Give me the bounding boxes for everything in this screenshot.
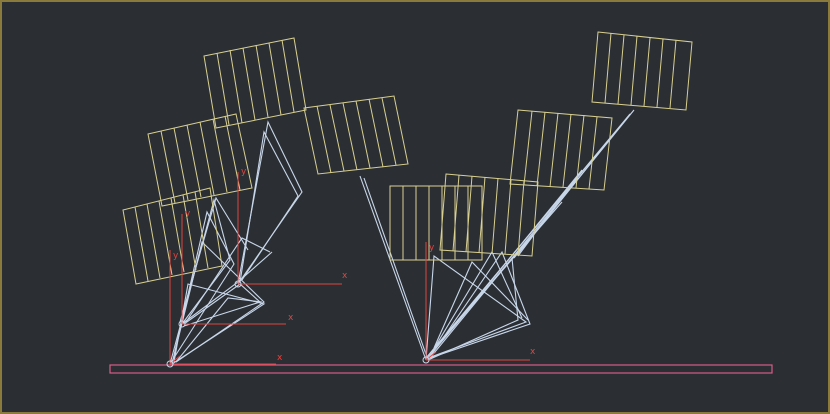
axis-label-y-1: y [173, 251, 179, 261]
axis-label-x-2: x [288, 313, 294, 323]
left-hopper[interactable]: x x x y y y [122, 37, 409, 365]
axis-label-x-3: x [342, 271, 348, 281]
left-hopper-box-mid [147, 113, 253, 207]
left-hopper-axes-2 [181, 214, 286, 325]
left-hopper-axes-3 [237, 172, 342, 285]
axis-label-y-4: y [429, 243, 435, 253]
axis-label-y-3: y [241, 167, 247, 177]
left-hopper-axes-1 [169, 250, 276, 365]
right-hopper[interactable]: x y [359, 31, 693, 361]
right-hopper-box-low [439, 173, 539, 257]
joint-marker[interactable] [166, 360, 174, 368]
axis-label-x-4: x [530, 347, 536, 357]
joint-marker[interactable] [422, 356, 430, 364]
right-hopper-box-standing [389, 185, 483, 261]
axis-label-y-2: y [185, 209, 191, 219]
right-hopper-legs [359, 109, 635, 361]
joint-marker[interactable] [234, 280, 242, 288]
joint-markers [166, 280, 430, 368]
right-hopper-box-mid [509, 109, 613, 191]
ground-plane[interactable] [109, 364, 773, 374]
left-hopper-box-tilted [303, 95, 409, 175]
axis-label-x-1: x [277, 353, 283, 363]
joint-marker[interactable] [178, 320, 186, 328]
left-hopper-legs [169, 120, 303, 365]
right-hopper-box-high [591, 31, 693, 111]
left-hopper-box-high [203, 37, 307, 129]
left-hopper-box-low [122, 187, 223, 285]
right-hopper-axes [425, 242, 530, 361]
